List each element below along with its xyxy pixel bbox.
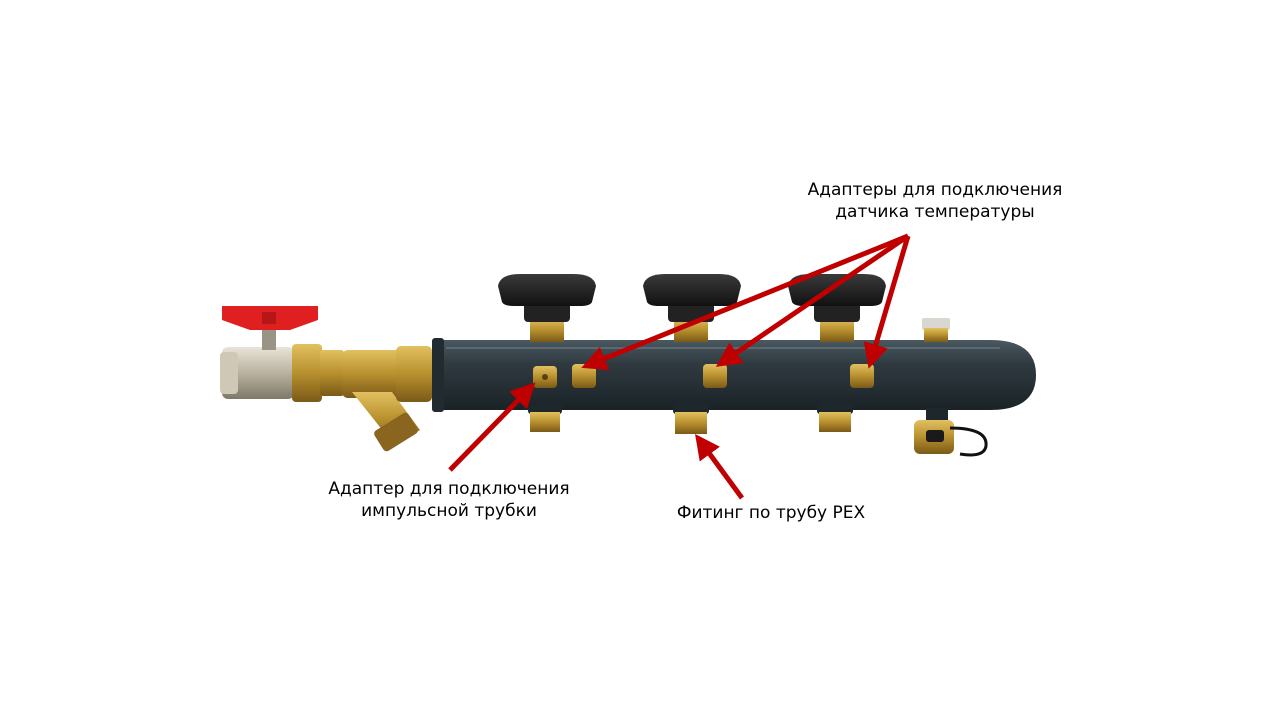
pex-fitting-icon bbox=[817, 404, 853, 432]
label-impulse-adapter-line1: Адаптер для подключения bbox=[328, 479, 570, 499]
label-pex-fitting: Фитинг по трубу PEX bbox=[668, 502, 874, 524]
drain-valve-icon bbox=[914, 408, 988, 457]
sensor-adapter-icon bbox=[703, 364, 727, 388]
arrow-to-impulse-adapter bbox=[448, 382, 536, 472]
arrow-to-sensor-adapter-3 bbox=[863, 235, 911, 369]
sensor-adapter-icon bbox=[572, 364, 596, 388]
arrow-to-sensor-adapter-2 bbox=[715, 233, 910, 367]
label-impulse-adapter: Адаптер для подключения импульсной трубк… bbox=[318, 478, 580, 522]
y-strainer-icon bbox=[342, 346, 434, 452]
pex-fitting-icon bbox=[673, 404, 709, 434]
label-impulse-adapter-line2: импульсной трубки bbox=[361, 501, 537, 521]
label-sensor-adapters: Адаптеры для подключения датчика темпера… bbox=[800, 179, 1070, 223]
sensor-adapter-icon bbox=[850, 364, 874, 388]
label-sensor-adapters-line1: Адаптеры для подключения bbox=[807, 180, 1063, 200]
arrow-to-sensor-adapter-1 bbox=[581, 233, 909, 371]
union-nut-icon bbox=[292, 344, 344, 402]
arrow-to-pex-fitting bbox=[695, 433, 745, 500]
label-sensor-adapters-line2: датчика температуры bbox=[835, 202, 1035, 222]
manifold-icon bbox=[432, 338, 1036, 412]
air-vent-icon bbox=[922, 318, 950, 342]
label-pex-fitting-line1: Фитинг по трубу PEX bbox=[676, 503, 866, 523]
impulse-adapter-icon bbox=[533, 366, 557, 388]
callout-arrows bbox=[448, 233, 911, 500]
pex-fitting-icon bbox=[528, 404, 562, 432]
ball-valve-icon bbox=[220, 306, 318, 399]
regulating-knob-icon bbox=[498, 274, 596, 342]
